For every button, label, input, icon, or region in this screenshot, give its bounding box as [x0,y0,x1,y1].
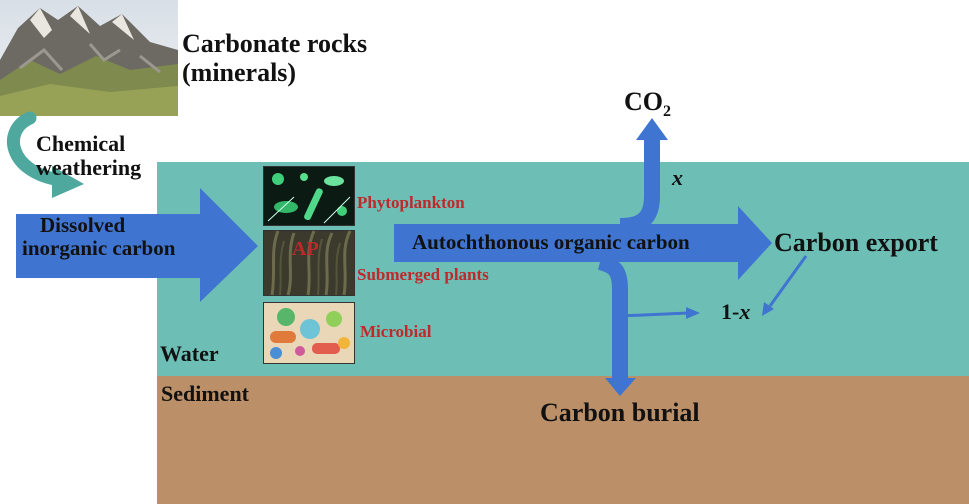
microbial-label: Microbial [360,322,432,341]
export-to-one-minus-x-arrow [768,255,808,307]
dic-arrow [16,188,258,302]
phytoplankton-image [263,166,355,226]
carbon-burial-label: Carbon burial [540,398,700,427]
burial-arrow [597,254,628,380]
weathering-arrow [7,111,84,198]
submerged-plants-image [263,230,355,296]
one-minus-x-label: 1-x [721,299,751,324]
co2-label: CO2 [624,87,671,121]
dic-label: Dissolved inorganic carbon [22,213,176,261]
chemical-weathering-label: Chemical weathering [36,131,142,181]
carbon-export-label: Carbon export [774,228,938,257]
x-fraction-label: x [672,165,683,190]
ap-label: AP [292,238,319,260]
sediment-label: Sediment [161,381,249,406]
sediment-layer [157,376,969,504]
aoc-label: Autochthonous organic carbon [412,230,690,254]
microbial-image [263,302,355,364]
phytoplankton-label: Phytoplankton [357,193,465,212]
aoc-arrow [394,206,772,280]
one-minus-x-arrow [619,311,689,318]
carbonate-rock-photo [0,0,178,116]
carbonate-rocks-label: Carbonate rocks (minerals) [182,29,368,87]
water-label: Water [160,341,219,366]
submerged-plants-label: Submerged plants [357,265,489,284]
co2-arrow [619,140,660,234]
